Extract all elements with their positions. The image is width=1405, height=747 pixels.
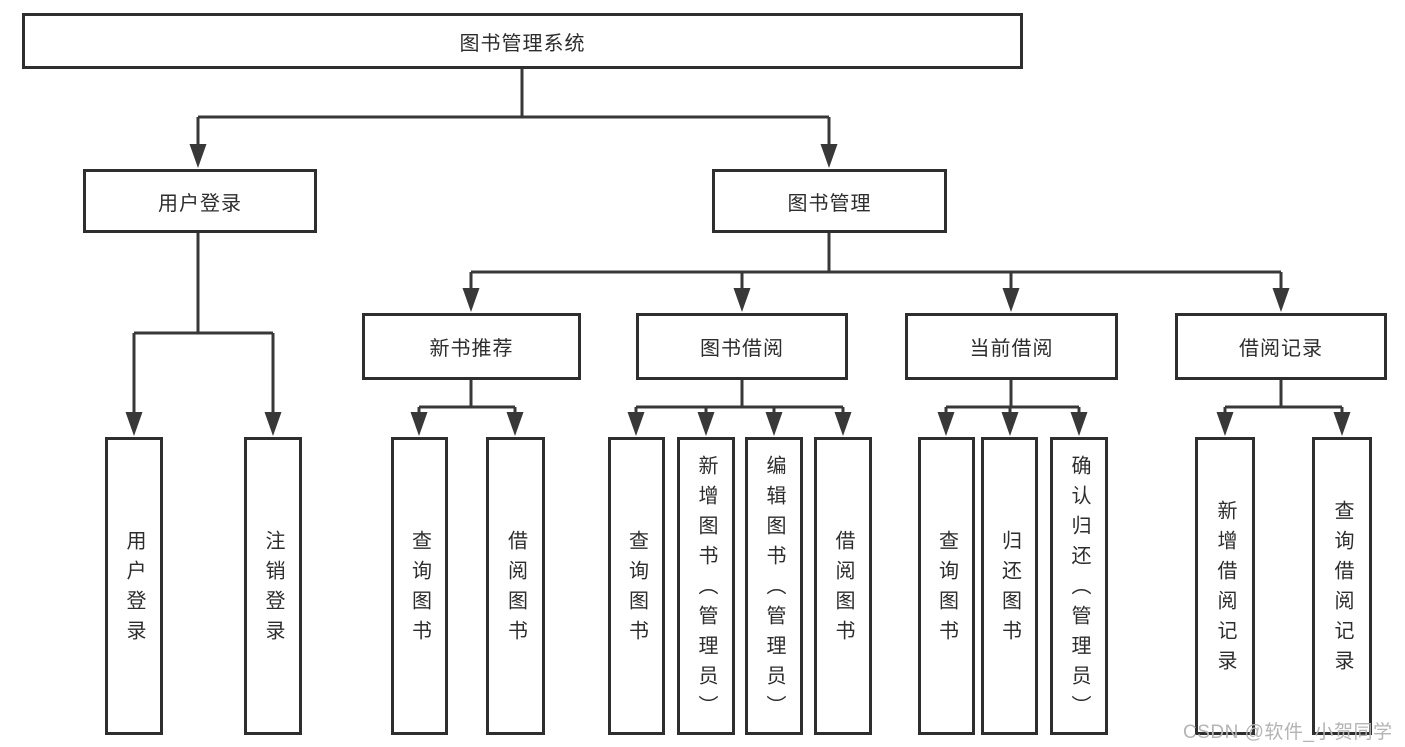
node-user-login-module: 用户登录: [83, 169, 317, 233]
node-book-management-module: 图书管理: [712, 169, 947, 233]
leaf-user-login-label: 用户登录: [123, 530, 145, 650]
node-book-management-module-label: 图书管理: [787, 192, 872, 215]
leaf-add-borrow-record-label: 新增借阅记录: [1214, 500, 1236, 680]
node-new-book-recommendation-label: 新书推荐: [429, 338, 514, 360]
leaf-borrowing-query-books-label: 查询图书: [625, 530, 648, 650]
leaf-newbook-query-books: 查询图书: [391, 437, 448, 735]
leaf-edit-books-admin-label: 编辑图书（管理员）: [763, 455, 785, 725]
leaf-logout-label: 注销登录: [262, 530, 284, 650]
leaf-newbook-borrow-books-label: 借阅图书: [504, 530, 527, 650]
csdn-watermark: CSDN @软件_小贺同学: [1183, 722, 1393, 743]
leaf-newbook-query-books-label: 查询图书: [408, 530, 431, 650]
leaf-return-books-label: 归还图书: [998, 530, 1021, 650]
leaf-add-books-admin: 新增图书（管理员）: [677, 437, 735, 735]
leaf-add-borrow-record: 新增借阅记录: [1195, 437, 1255, 735]
node-user-login-module-label: 用户登录: [158, 192, 242, 215]
node-book-borrowing: 图书借阅: [636, 313, 848, 380]
node-root-label: 图书管理系统: [459, 32, 586, 55]
leaf-current-query-books-label: 查询图书: [935, 530, 958, 650]
node-root: 图书管理系统: [22, 13, 1023, 69]
node-new-book-recommendation: 新书推荐: [362, 313, 581, 380]
leaf-newbook-borrow-books: 借阅图书: [486, 437, 545, 735]
leaf-logout: 注销登录: [244, 437, 302, 735]
leaf-borrowing-borrow-books-label: 借阅图书: [832, 530, 854, 650]
leaf-query-borrow-record: 查询借阅记录: [1312, 437, 1372, 735]
leaf-current-query-books: 查询图书: [918, 437, 975, 735]
node-current-borrowing-label: 当前借阅: [969, 338, 1054, 360]
leaf-add-books-admin-label: 新增图书（管理员）: [695, 455, 717, 725]
node-book-borrowing-label: 图书借阅: [700, 338, 784, 360]
arrowheads: [125, 144, 1351, 436]
leaf-return-books: 归还图书: [981, 437, 1038, 735]
node-borrowing-records-label: 借阅记录: [1239, 338, 1323, 360]
connector-path: [132, 69, 1344, 414]
leaf-confirm-return-admin-label: 确认归还（管理员）: [1068, 455, 1090, 725]
node-current-borrowing: 当前借阅: [905, 313, 1118, 380]
leaf-edit-books-admin: 编辑图书（管理员）: [745, 437, 803, 735]
node-borrowing-records: 借阅记录: [1175, 313, 1387, 380]
leaf-borrowing-query-books: 查询图书: [608, 437, 665, 735]
leaf-query-borrow-record-label: 查询借阅记录: [1331, 500, 1353, 680]
leaf-confirm-return-admin: 确认归还（管理员）: [1050, 437, 1108, 735]
leaf-user-login: 用户登录: [105, 437, 163, 735]
leaf-borrowing-borrow-books: 借阅图书: [814, 437, 872, 735]
